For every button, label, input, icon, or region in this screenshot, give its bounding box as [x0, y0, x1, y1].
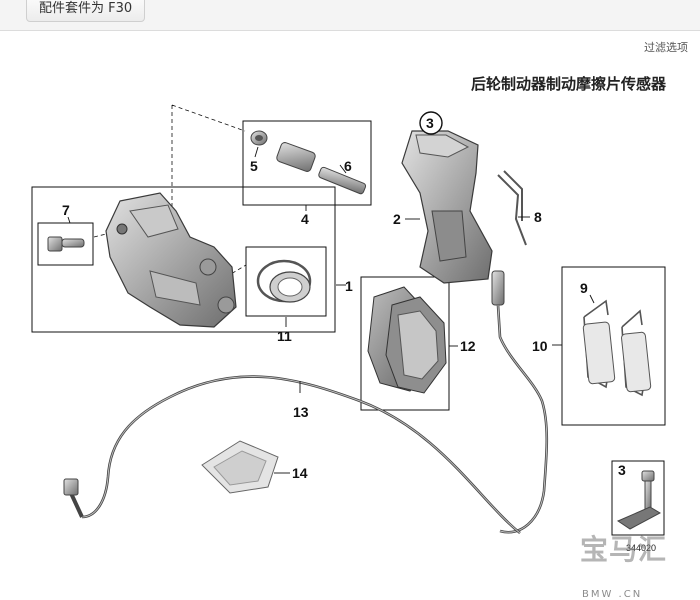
- callout-11: 11: [277, 328, 292, 344]
- part-13-sensor-cable: [63, 270, 549, 535]
- filter-options-link[interactable]: 过滤选项: [644, 41, 688, 54]
- site-watermark: 宝马汇: [580, 533, 668, 566]
- callout-3: 3: [426, 115, 434, 131]
- box-guide-pins: [242, 120, 372, 206]
- parts-diagram-panel: 1 2 3 4 5 6 7 8 9 10 11 12 13 14 3 34402…: [0, 61, 700, 600]
- part-12-pads: [367, 286, 447, 394]
- part-6-pin: [318, 166, 367, 195]
- callout-2: 2: [393, 211, 401, 227]
- callout-8: 8: [534, 209, 542, 225]
- site-watermark-sub: BMW .CN: [582, 589, 643, 600]
- box-brake-pads: [360, 276, 450, 411]
- part-3-bolt: [611, 460, 665, 536]
- part-11-seal: [256, 259, 312, 303]
- callout-1: 1: [345, 278, 353, 294]
- diagram-image-code: 344020: [626, 543, 656, 553]
- part-7-bleed-screw: [47, 236, 85, 252]
- callout-4: 4: [301, 211, 309, 227]
- parts-kit-button[interactable]: 配件套件为 F30: [26, 0, 146, 22]
- callout-3b: 3: [618, 462, 626, 478]
- callout-6: 6: [344, 158, 352, 174]
- box-clips: [561, 266, 666, 426]
- part-4-bush: [276, 142, 316, 172]
- brake-parts-diagram: 1 2 3 4 5 6 7 8 9 10 11 12 13 14 3 34402…: [31, 104, 666, 553]
- callout-12: 12: [460, 338, 476, 354]
- callout-9: 9: [580, 280, 588, 296]
- part-8-spring: [497, 170, 527, 246]
- filter-bar: 过滤选项: [0, 31, 700, 62]
- box-caliper: [31, 186, 336, 333]
- callout-5: 5: [250, 158, 258, 174]
- part-9-clips: [582, 299, 652, 397]
- top-toolbar: 配件套件为 F30: [0, 0, 700, 31]
- box-piston-seal: [245, 246, 327, 317]
- callout-14: 14: [292, 465, 308, 481]
- part-5-sleeve: [250, 130, 268, 146]
- part-2-carrier: [401, 130, 493, 284]
- callout-10: 10: [532, 338, 548, 354]
- caliper-housing: [105, 192, 237, 328]
- box-bleed-screw: [37, 222, 94, 266]
- part-14-grease: [201, 440, 279, 494]
- callout-7: 7: [62, 202, 70, 218]
- callout-13: 13: [293, 404, 309, 420]
- page-title: 后轮制动器制动摩擦片传感器: [470, 75, 666, 93]
